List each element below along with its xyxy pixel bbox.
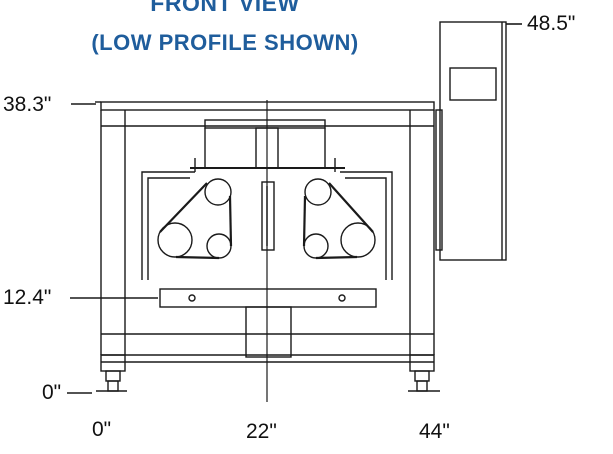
dimension-label-12-4: 12.4" [3, 286, 52, 309]
diagram-title: FRONT VIEW [150, 0, 300, 16]
dimension-label-0-width: 0" [92, 418, 112, 441]
dimension-label-0-height: 0" [42, 381, 62, 404]
dimension-label-48-5: 48.5" [527, 12, 576, 35]
diagram-subtitle: (LOW PROFILE SHOWN) [91, 30, 359, 55]
dimension-label-22: 22" [246, 420, 277, 443]
left-belt-drive [157, 178, 233, 260]
dimension-label-44: 44" [419, 420, 450, 443]
dimension-label-38-3: 38.3" [3, 93, 52, 116]
right-belt-drive [302, 178, 376, 260]
shelf [159, 288, 377, 308]
control-display [449, 67, 497, 101]
control-panel [439, 21, 507, 261]
center-post [245, 306, 292, 358]
upper-bracket [204, 119, 326, 129]
